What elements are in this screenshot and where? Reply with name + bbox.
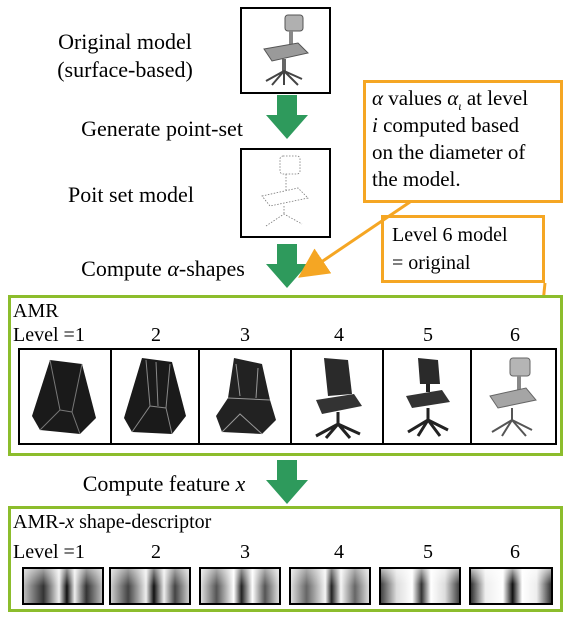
amr-level-4-label: 4 (334, 324, 344, 346)
amr-level-6: 6 (510, 324, 520, 346)
alpha-line4: the model. (372, 167, 461, 191)
compute-feature-label: Compute feature x (64, 472, 264, 496)
alpha-sym-1: α (372, 86, 384, 110)
alpha-callout-arrow (298, 200, 411, 278)
down-arrow-3 (266, 460, 308, 504)
original-model-subtext: (surface-based) (57, 57, 193, 82)
amr-level-5: 5 (423, 324, 433, 346)
level6-callout-line2: = original (392, 252, 471, 274)
down-arrow-1 (266, 95, 308, 139)
amr-cell-4 (292, 350, 384, 443)
original-model-sublabel: (surface-based) (30, 58, 220, 82)
amr-level-2: 2 (151, 324, 161, 346)
compute-feature-var: x (235, 471, 246, 496)
point-set-text: Poit set model (68, 182, 194, 207)
amr-level-6-label: 6 (510, 324, 520, 346)
descriptor-3 (199, 567, 281, 605)
level6-callout-line1: Level 6 model (392, 224, 508, 246)
amr-title-text: AMR (13, 300, 59, 322)
descriptor-6 (469, 567, 553, 605)
amrx-title: AMR-x shape-descriptor (13, 511, 211, 533)
amr-level-2-label: 2 (151, 324, 161, 346)
alpha-symbol: α (167, 256, 179, 281)
level6-line2: = original (392, 252, 471, 274)
alpha-callout-line4: the model. (372, 168, 461, 190)
amrx-level-1: 1 (74, 541, 85, 563)
down-arrow-2 (266, 244, 308, 288)
descriptor-4 (289, 567, 371, 605)
point-cloud-chair-icon (261, 155, 309, 227)
descriptor-2 (109, 567, 191, 605)
alpha-sub: ι (458, 99, 462, 114)
amrx-level-5: 5 (423, 541, 433, 563)
alpha-line1-b: values (383, 86, 448, 110)
amr-level-3: 3 (240, 324, 250, 346)
alpha-callout-line2: i computed based (372, 114, 519, 136)
amrx-level-5-label: 5 (423, 541, 433, 563)
point-set-image (240, 148, 331, 238)
alpha-line2-b: computed based (377, 113, 519, 137)
point-set-label: Poit set model (36, 183, 226, 207)
chair-icon (263, 14, 309, 86)
amr-shape-1 (32, 359, 96, 435)
amr-cell-3 (200, 350, 292, 443)
compute-alpha-label: Compute α-shapes (58, 257, 268, 281)
amrx-level-6-label: 6 (510, 541, 520, 563)
amr-panel: AMR Level =1 2 3 4 5 6 (8, 295, 563, 456)
original-model-text: Original model (58, 29, 192, 54)
alpha-line2-i: i (372, 113, 378, 137)
amrx-title-pre: AMR- (13, 511, 66, 533)
amr-shape-4 (315, 358, 362, 439)
amr-shape-5 (406, 358, 450, 437)
original-model-image (240, 7, 331, 94)
amrx-level-prefix: Level = (13, 541, 75, 563)
alpha-callout-line1: α values αι at level (372, 87, 528, 117)
amrx-level-2: 2 (151, 541, 161, 563)
amrx-panel: AMR-x shape-descriptor Level =1 2 3 4 5 … (8, 506, 563, 612)
amrx-title-post: shape-descriptor (74, 511, 212, 533)
amr-cell-2 (112, 350, 200, 443)
generate-text: Generate point-set (81, 116, 243, 141)
amr-shape-2 (124, 358, 186, 435)
compute-alpha-pre: Compute (81, 256, 168, 281)
amrx-title-var: x (65, 511, 75, 533)
amr-cell-5 (384, 350, 472, 443)
amrx-level-2-label: 2 (151, 541, 161, 563)
amr-level-1: 1 (74, 324, 85, 346)
descriptor-1 (22, 567, 104, 605)
amrx-level-4: 4 (334, 541, 344, 563)
amr-cell-6 (472, 350, 555, 443)
alpha-line3: on the diameter of (372, 140, 526, 164)
alpha-sym-2: α (447, 86, 459, 110)
compute-feature-pre: Compute feature (82, 471, 236, 496)
amr-level-1-label: Level =1 (13, 324, 85, 346)
compute-alpha-post: -shapes (178, 256, 245, 281)
amr-title: AMR (13, 300, 59, 322)
level6-callout: Level 6 model = original (381, 215, 545, 283)
amrx-level-4-label: 4 (334, 541, 344, 563)
amr-shape-6-original (489, 357, 537, 437)
level6-line1: Level 6 model (392, 224, 508, 246)
amr-cell-1 (20, 350, 112, 443)
amrx-level-6: 6 (510, 541, 520, 563)
amr-image-strip (18, 348, 557, 445)
amr-level-5-label: 5 (423, 324, 433, 346)
generate-point-set-label: Generate point-set (62, 117, 262, 141)
amr-level-4: 4 (334, 324, 344, 346)
amrx-level-3-label: 3 (240, 541, 250, 563)
amr-level-3-label: 3 (240, 324, 250, 346)
descriptor-5 (379, 567, 461, 605)
amr-shape-3 (216, 358, 276, 435)
alpha-callout: α values αι at level i computed based on… (363, 80, 563, 203)
amrx-level-1-label: Level =1 (13, 541, 85, 563)
amr-level-prefix: Level = (13, 324, 75, 346)
amrx-level-3: 3 (240, 541, 250, 563)
alpha-line1-e: at level (461, 86, 529, 110)
original-model-label: Original model (30, 30, 220, 54)
alpha-callout-line3: on the diameter of (372, 141, 525, 163)
